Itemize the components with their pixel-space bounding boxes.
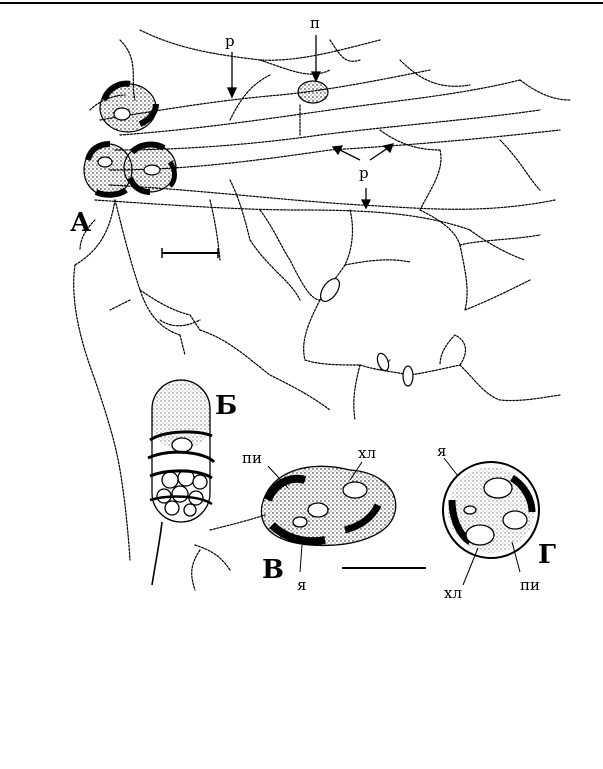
panel-a-arrows xyxy=(228,35,393,208)
label-g: Г xyxy=(538,540,556,570)
panel-a-small-cell xyxy=(298,81,328,103)
panel-b-cell xyxy=(148,380,214,585)
label-v: В xyxy=(262,555,284,585)
label-hl-g: хл xyxy=(444,584,462,602)
label-ya-v: я xyxy=(297,576,306,594)
label-ya-g: я xyxy=(437,442,446,460)
label-pi-v: пи xyxy=(242,449,262,467)
label-pi-g: пи xyxy=(520,576,540,594)
panel-a-cell-cluster xyxy=(84,84,176,196)
label-hl-v: хл xyxy=(358,444,376,462)
label-r-mid: р xyxy=(359,164,369,182)
panel-g-cell xyxy=(443,462,539,558)
panel-a-spindle-cells xyxy=(317,275,413,386)
panel-v-cell xyxy=(261,466,395,545)
label-a: А xyxy=(70,208,91,238)
label-r-top: р xyxy=(225,32,235,50)
label-p-top: п xyxy=(310,14,320,32)
label-b: Б xyxy=(215,391,237,421)
